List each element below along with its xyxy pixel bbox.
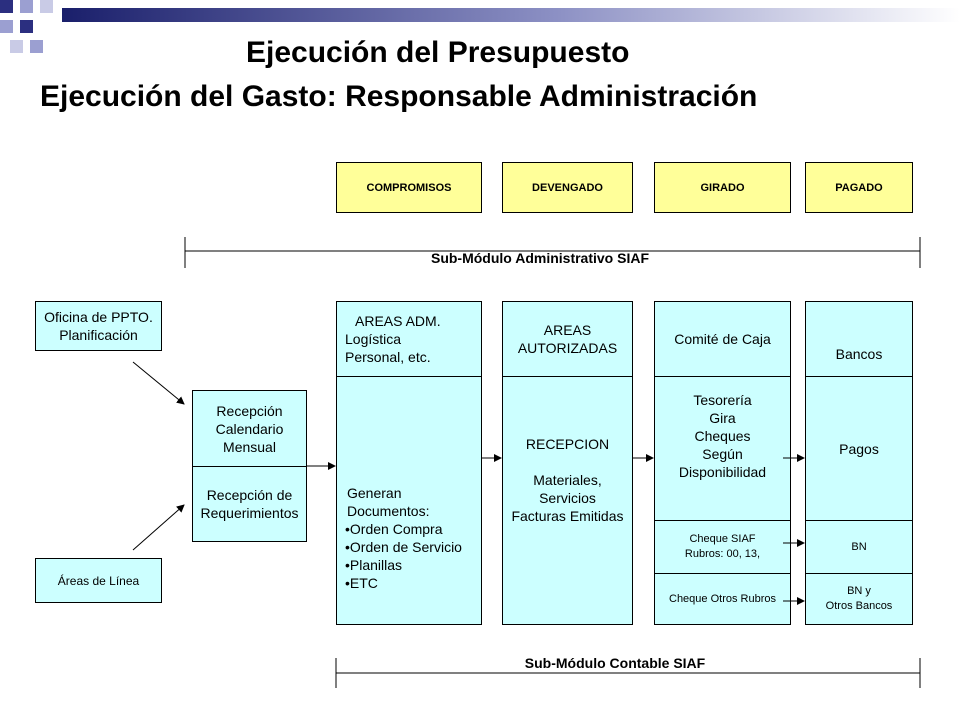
recepcion-calendario-line: Recepción (216, 402, 283, 419)
girado-divider-2 (655, 520, 790, 521)
compromisos-bullet: Planillas (345, 556, 462, 574)
girado-body-line: Gira (709, 410, 736, 426)
compromisos-header-line: Logística (345, 331, 402, 347)
compromisos-intro-line: Documentos: (347, 503, 430, 519)
compromisos-bullet: Orden Compra (345, 520, 462, 538)
compromisos-header-line: AREAS ADM. (355, 313, 441, 329)
girado-box: Comité de Caja Tesorería Gira Cheques Se… (654, 301, 791, 625)
girado-body-line: Disponibilidad (678, 464, 767, 480)
title-line-1: Ejecución del Presupuesto (246, 36, 630, 69)
cheque-siaf-line: Rubros: 00, 13, (684, 548, 761, 560)
girado-divider-3 (655, 573, 790, 574)
oficina-line: Oficina de PPTO. (44, 309, 153, 325)
decor-square (0, 0, 13, 13)
bn-label: BN (851, 540, 867, 553)
pagado-divider-1 (806, 376, 912, 377)
recepcion-box: Recepción Calendario Mensual Recepción d… (192, 390, 307, 542)
phase-compromisos: COMPROMISOS (336, 162, 482, 213)
module-contable-label: Sub-Módulo Contable SIAF (524, 655, 706, 671)
oficina-line: Planificación (59, 327, 138, 343)
decor-square (10, 40, 23, 53)
compromisos-bullet: Orden de Servicio (345, 538, 462, 556)
phase-girado: GIRADO (654, 162, 791, 213)
girado-header: Comité de Caja (674, 331, 771, 347)
phase-devengado: DEVENGADO (502, 162, 633, 213)
arrow-areas-to-recepcion (132, 504, 185, 551)
pagado-divider-3 (806, 573, 912, 574)
recepcion-divider (193, 466, 306, 467)
areas-linea-label: Áreas de Línea (57, 573, 140, 588)
decor-square (20, 20, 33, 33)
devengado-body-line: RECEPCION (525, 436, 610, 452)
recepcion-calendario-line: Mensual (223, 438, 276, 455)
devengado-body-line: Servicios (539, 490, 596, 506)
cheque-otros-label: Cheque Otros Rubros (669, 592, 776, 605)
decor-square (0, 20, 13, 33)
recepcion-calendario-line: Calendario (215, 420, 284, 437)
compromisos-bullet: ETC (345, 574, 462, 592)
arrow-oficina-to-recepcion (132, 361, 185, 405)
compromisos-header: AREAS ADM. Logística Personal, etc. (345, 312, 441, 366)
devengado-header-line: AUTORIZADAS (517, 340, 618, 356)
compromisos-divider (337, 376, 481, 377)
decor-squares (0, 0, 80, 60)
girado-body-line: Tesorería (693, 392, 752, 408)
decor-square (40, 0, 53, 13)
girado-body-line: Cheques (694, 428, 751, 444)
bn-otros-line: Otros Bancos (825, 600, 893, 612)
bn-otros-line: BN y (847, 585, 871, 597)
devengado-box: AREAS AUTORIZADAS RECEPCION Materiales, … (502, 301, 633, 625)
girado-divider-1 (655, 376, 790, 377)
compromisos-body: Generan Documentos: Orden Compra Orden d… (345, 484, 462, 592)
decor-square (20, 0, 33, 13)
title-gradient-bar (62, 8, 960, 22)
module-admin-label: Sub-Módulo Administrativo SIAF (430, 250, 650, 266)
decor-square (30, 40, 43, 53)
compromisos-bullet-list: Orden Compra Orden de Servicio Planillas… (345, 520, 462, 592)
oficina-ppto-box: Oficina de PPTO. Planificación (35, 301, 162, 351)
pagado-divider-2 (806, 520, 912, 521)
cheque-siaf-line: Cheque SIAF (689, 533, 756, 545)
areas-linea-box: Áreas de Línea (35, 558, 162, 603)
compromisos-header-line: Personal, etc. (345, 349, 431, 365)
compromisos-box: AREAS ADM. Logística Personal, etc. Gene… (336, 301, 482, 625)
recepcion-requerimientos-line: Recepción de (206, 487, 293, 503)
devengado-body-line: Materiales, (533, 472, 602, 488)
devengado-divider (503, 376, 632, 377)
recepcion-requerimientos-line: Requerimientos (200, 505, 299, 521)
compromisos-intro-line: Generan (347, 485, 402, 501)
devengado-header-line: AREAS (543, 322, 592, 338)
girado-body-line: Según (702, 446, 743, 462)
phase-pagado: PAGADO (805, 162, 913, 213)
devengado-body-line: Facturas Emitidas (511, 508, 624, 524)
title-line-2: Ejecución del Gasto: Responsable Adminis… (40, 80, 758, 113)
pagado-body: Pagos (839, 440, 879, 457)
pagado-header: Bancos (835, 346, 883, 362)
pagado-box: Bancos Pagos BN BN y Otros Bancos (805, 301, 913, 625)
